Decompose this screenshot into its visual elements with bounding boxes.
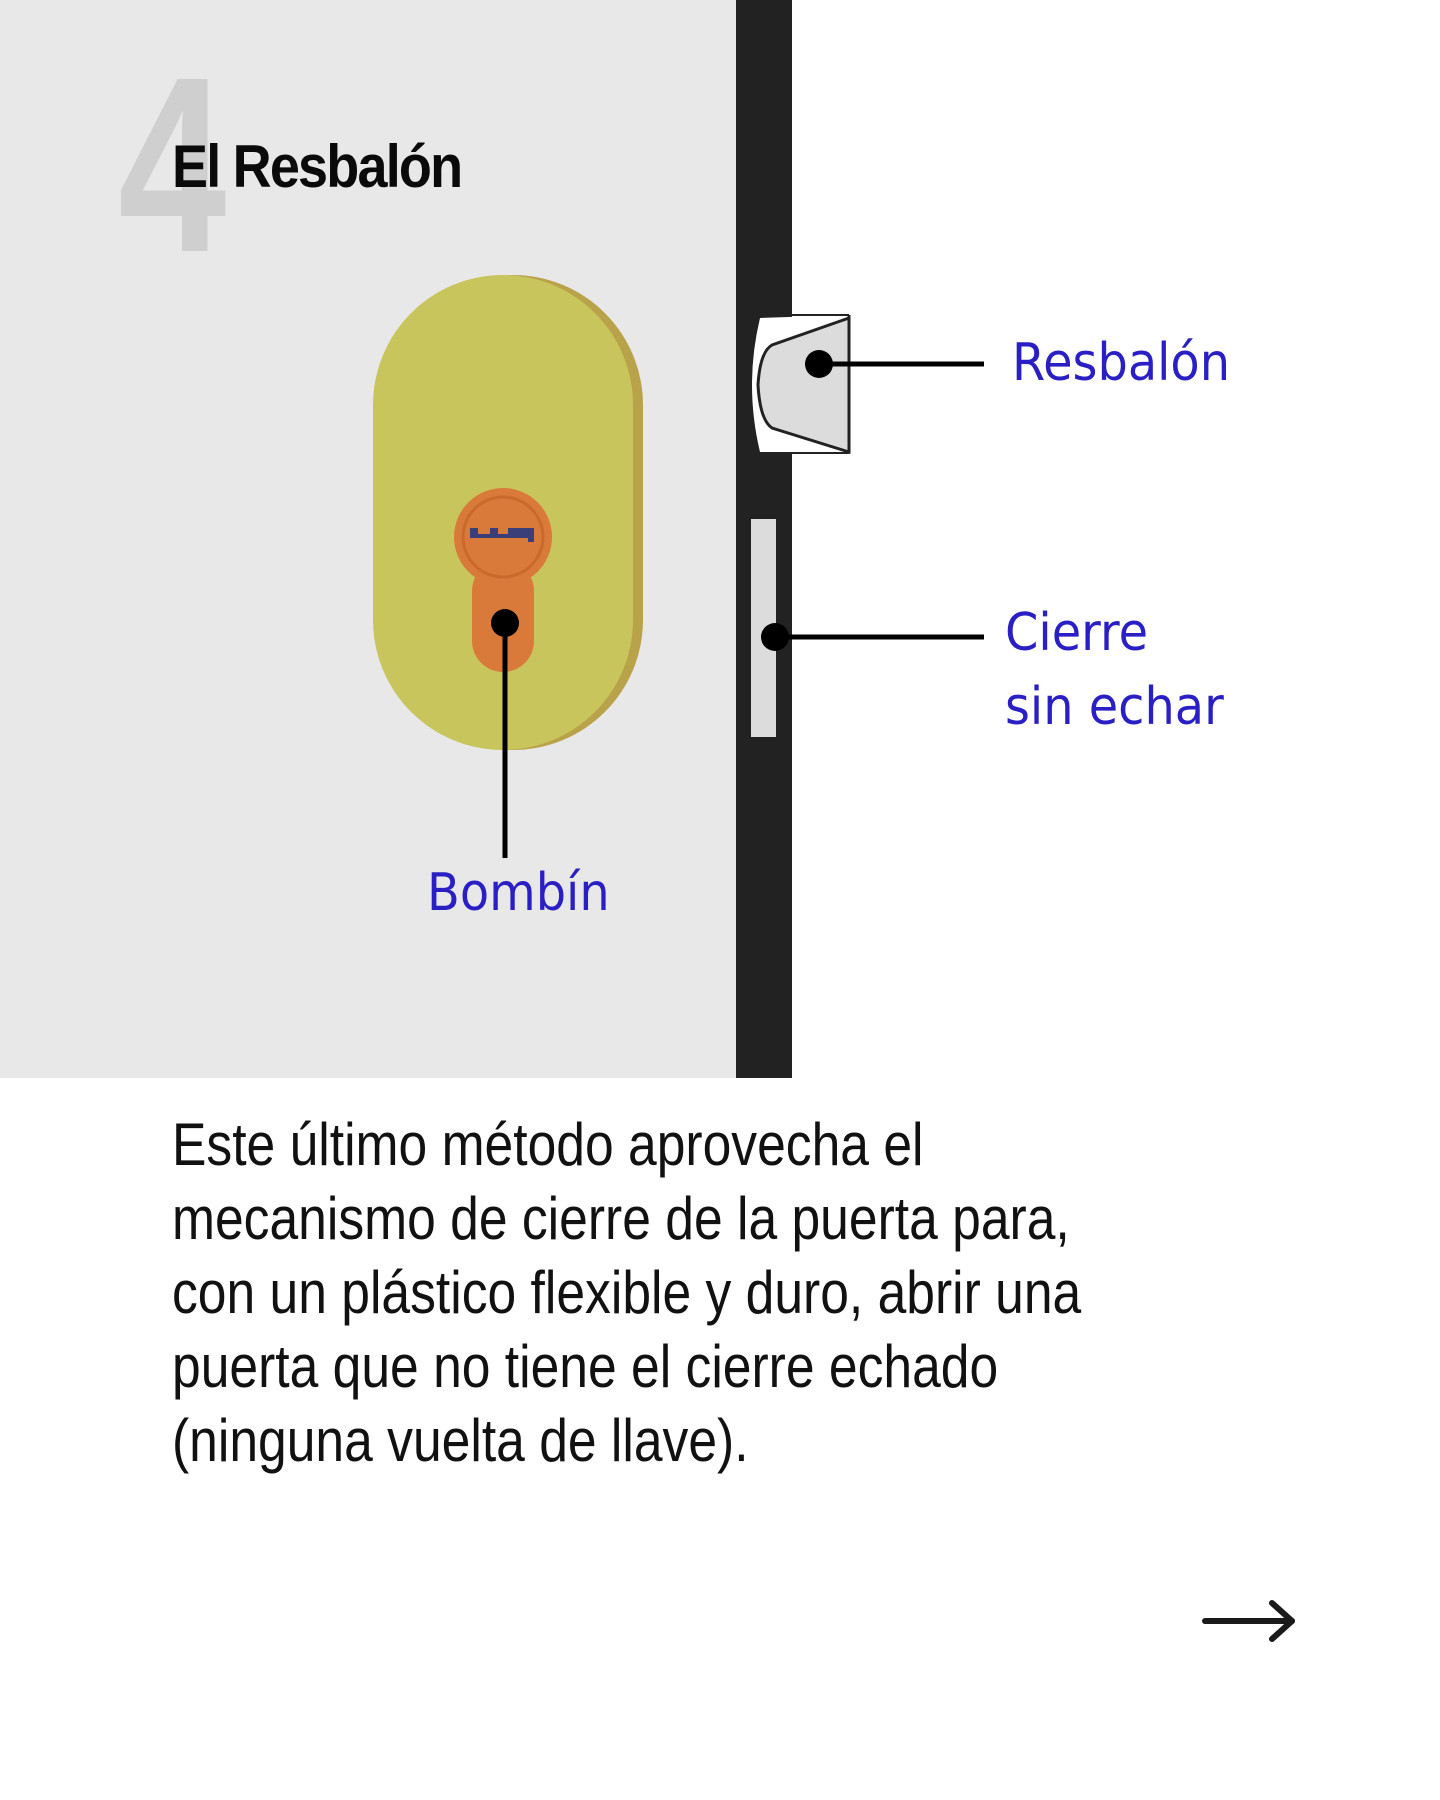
label-cierre-line2: sin echar <box>1005 677 1224 737</box>
arrow-right-icon <box>1202 1600 1295 1642</box>
page-title: El Resbalón <box>172 133 463 200</box>
latch-icon <box>752 314 851 455</box>
description-line: con un plástico flexible y duro, abrir u… <box>172 1259 1082 1326</box>
cierre-leader <box>761 623 984 651</box>
label-cierre-line1: Cierre <box>1005 603 1149 663</box>
resbalon-leader <box>805 350 984 378</box>
lock-illustration <box>373 275 984 858</box>
label-resbalon: Resbalón <box>1012 333 1231 393</box>
next-button[interactable] <box>1200 1596 1300 1648</box>
label-cierre-sin-echar: Cierre sin echar <box>1005 596 1224 744</box>
description-line: puerta que no tiene el cierre echado <box>172 1333 999 1400</box>
description-text: Este último método aprovecha el mecanism… <box>172 1108 1204 1478</box>
bombin-leader <box>491 609 519 858</box>
description-line: Este último método aprovecha el <box>172 1111 924 1178</box>
description-line: mecanismo de cierre de la puerta para, <box>172 1185 1070 1252</box>
label-bombin: Bombín <box>427 863 610 923</box>
step-number: 4 <box>118 25 227 304</box>
description-line: (ninguna vuelta de llave). <box>172 1407 749 1474</box>
